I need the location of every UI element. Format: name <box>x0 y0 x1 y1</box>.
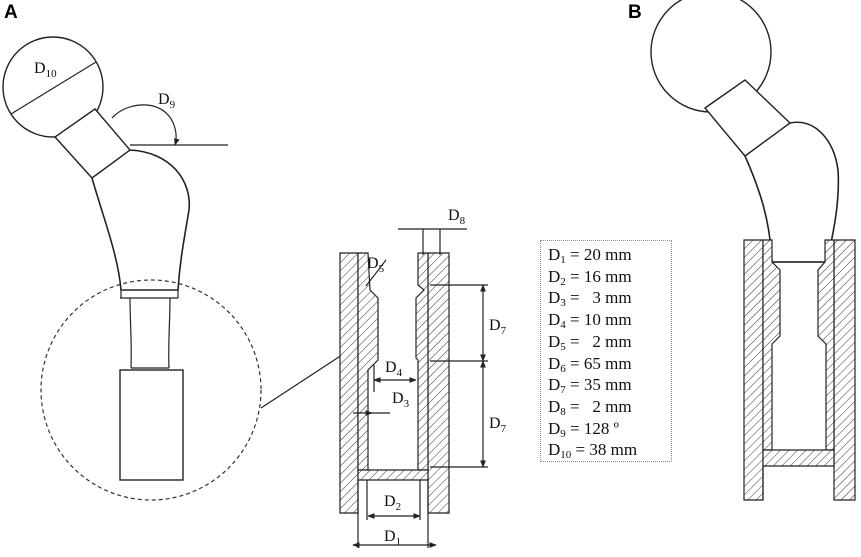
dimension-subscript: 4 <box>560 319 566 332</box>
d5-leader-line <box>365 259 387 287</box>
dimension-symbol: D <box>548 396 561 416</box>
dimension-symbol: D <box>548 353 561 373</box>
label-d5: D5 <box>367 255 385 275</box>
label-d2: D2 <box>384 493 401 513</box>
dimension-symbol: D <box>548 288 561 308</box>
label-d7-lower: D7 <box>489 415 507 435</box>
dimension-value: = 128 º <box>565 418 619 438</box>
dimension-value: = 65 mm <box>565 353 632 373</box>
dimension-row: D5 = 2 mm <box>548 331 671 353</box>
label-d8: D8 <box>448 207 466 227</box>
dimension-subscript: 6 <box>560 362 566 375</box>
dimension-symbol: D <box>548 375 561 395</box>
dimension-row: D1 = 20 mm <box>548 244 671 266</box>
dimension-value: = 3 mm <box>565 288 632 308</box>
dimension-row: D8 = 2 mm <box>548 396 671 418</box>
panel-label-b: B <box>628 2 642 23</box>
dimension-subscript: 2 <box>560 275 566 288</box>
dimension-row: D7 = 35 mm <box>548 374 671 396</box>
dimension-symbol: D <box>548 331 561 351</box>
dimension-symbol: D <box>548 310 561 330</box>
dimension-subscript: 1 <box>560 254 566 266</box>
dimension-value: = 16 mm <box>565 266 632 286</box>
label-d4: D4 <box>385 359 403 379</box>
dimension-subscript: 3 <box>560 297 566 310</box>
dimension-symbol: D <box>548 418 561 438</box>
dimension-value: = 20 mm <box>565 245 632 264</box>
tube-outline-a <box>2 36 228 481</box>
dimension-symbol: D <box>548 440 561 460</box>
label-d9: D9 <box>158 91 176 111</box>
label-d10: D10 <box>34 60 57 80</box>
dimension-subscript: 8 <box>560 405 566 418</box>
dimension-subscript: 9 <box>560 427 566 440</box>
dimension-row: D9 = 128 º <box>548 418 671 440</box>
tube-body-a <box>91 149 191 291</box>
d9-angle-arc <box>111 104 180 146</box>
dimension-subscript: 10 <box>560 449 572 462</box>
dimension-value: = 10 mm <box>565 310 632 330</box>
dimension-row: D10 = 38 mm <box>548 439 671 461</box>
tube-body-b <box>744 121 840 263</box>
insert-block-a <box>119 369 184 481</box>
dimension-row: D4 = 10 mm <box>548 309 671 331</box>
dimension-value: = 38 mm <box>571 440 638 460</box>
dimension-symbol: D <box>548 245 561 264</box>
tube-assembly-b <box>650 0 856 501</box>
label-d3: D3 <box>392 390 410 410</box>
dimension-row: D2 = 16 mm <box>548 266 671 288</box>
detail-leader-line <box>260 352 346 409</box>
dimension-row: D6 = 65 mm <box>548 353 671 375</box>
label-d1: D1 <box>384 528 401 548</box>
label-d7-upper: D7 <box>489 317 507 337</box>
dimension-subscript: 5 <box>560 340 566 353</box>
dimension-value: = 35 mm <box>565 375 632 395</box>
dimension-value: = 2 mm <box>565 331 632 351</box>
dimension-symbol: D <box>548 266 561 286</box>
dimension-value: = 2 mm <box>565 396 632 416</box>
dimension-subscript: 7 <box>560 384 566 397</box>
cross-section <box>339 228 488 548</box>
ball-a <box>2 36 104 138</box>
panel-label-a: A <box>4 2 18 23</box>
d10-diameter-line <box>10 61 97 115</box>
dimension-row: D3 = 3 mm <box>548 287 671 309</box>
detail-circle <box>40 279 262 501</box>
